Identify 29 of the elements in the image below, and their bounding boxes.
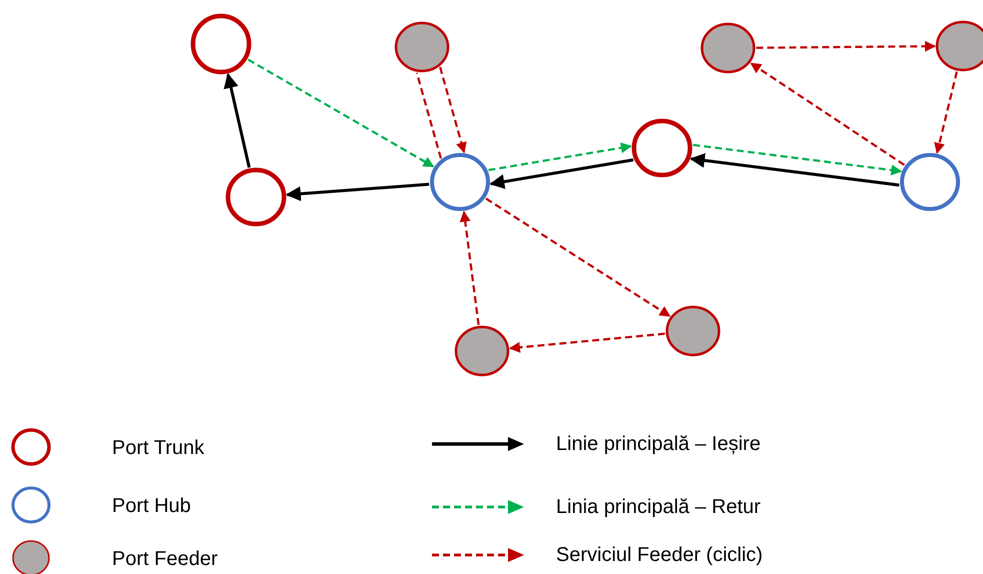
legend-label: Port Hub <box>112 494 191 518</box>
legend-label: Linia principală – Retur <box>556 495 761 519</box>
arrow <box>690 153 900 187</box>
feeder-port-circle <box>454 326 510 376</box>
arrow <box>488 142 632 172</box>
feeder-port-circle <box>700 22 756 74</box>
legend-label: Port Feeder <box>112 547 218 571</box>
legend-label: Serviciul Feeder (ciclic) <box>556 543 763 567</box>
arrow <box>286 182 430 202</box>
trunk-port-circle <box>632 118 692 178</box>
arrow <box>248 58 434 168</box>
feeder-port-circle <box>394 22 450 72</box>
arrow <box>756 40 936 52</box>
arrow <box>750 62 905 166</box>
arrow <box>934 71 958 154</box>
feeder-port-circle <box>666 306 720 356</box>
legend-label: Port Trunk <box>112 436 204 460</box>
arrow <box>509 332 665 353</box>
arrow <box>489 158 634 190</box>
legend-label: Linie principală – Ieșire <box>556 432 761 456</box>
arrow <box>224 73 251 168</box>
trunk-port-circle <box>226 168 286 226</box>
arrow <box>485 198 671 318</box>
hub-port-circle <box>430 153 490 211</box>
arrow <box>692 144 902 176</box>
trunk-port-circle <box>190 14 252 74</box>
arrow <box>439 66 467 154</box>
arrow <box>460 210 480 326</box>
hub-port-circle <box>900 153 960 211</box>
